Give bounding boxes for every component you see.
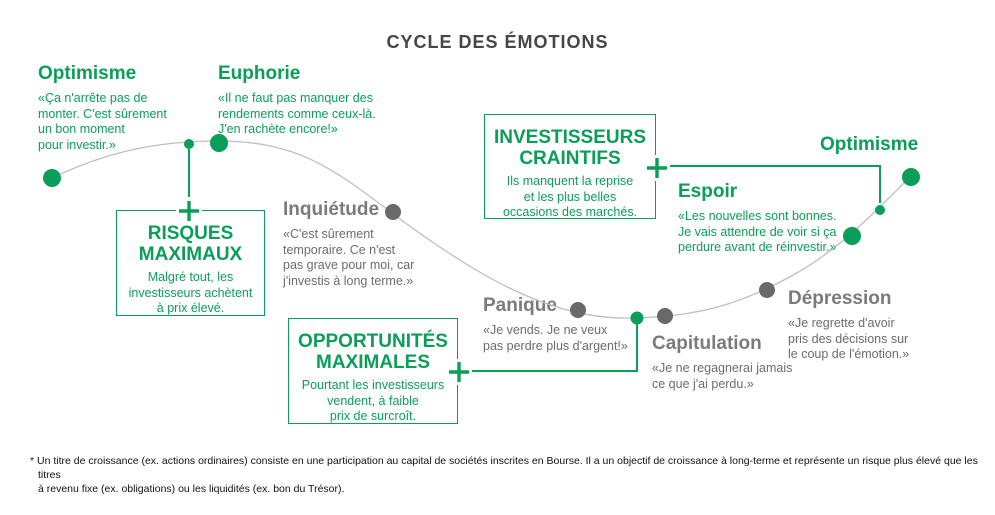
stage-euphorie: Euphorie «Il ne faut pas manquer des ren… — [218, 64, 413, 138]
stage-capitulation: Capitulation «Je ne regagnerai jamais ce… — [652, 334, 842, 392]
stage-label: Optimisme — [820, 134, 919, 155]
stage-label: Inquiétude — [283, 199, 380, 220]
stage-quote: «Ça n'arrête pas de monter. C'est sûreme… — [38, 91, 167, 152]
stage-label: Dépression — [788, 288, 892, 309]
stage-label: Panique — [483, 295, 557, 316]
callout-investisseurs-craintifs: INVESTISSEURS CRAINTIFS Ils manquent la … — [484, 114, 656, 219]
callout-risques-maximaux: RISQUES MAXIMAUX Malgré tout, les invest… — [116, 210, 265, 316]
stage-quote: «Je regrette d'avoir pris des décisions … — [788, 316, 910, 361]
stage-panique: Panique «Je vends. Je ne veux pas perdre… — [483, 296, 663, 354]
stage-espoir: Espoir «Les nouvelles sont bonnes. Je va… — [678, 182, 888, 256]
page-title: CYCLE DES ÉMOTIONS — [386, 32, 609, 52]
callout-opportunites-maximales: OPPORTUNITÉS MAXIMALES Pourtant les inve… — [288, 318, 458, 424]
stage-quote: «Les nouvelles sont bonnes. Je vais atte… — [678, 209, 837, 254]
stage-optimisme-end: Optimisme — [820, 135, 970, 162]
stage-quote: «Je ne regagnerai jamais ce que j'ai per… — [652, 361, 793, 391]
callout-body: Ils manquent la reprise et les plus bell… — [502, 174, 638, 219]
callout-title: OPPORTUNITÉS MAXIMALES — [298, 331, 448, 373]
callout-body: Pourtant les investisseurs vendent, à fa… — [301, 378, 445, 423]
callout-body: Malgré tout, les investisseurs achètent … — [128, 270, 253, 315]
stage-optimisme-start: Optimisme «Ça n'arrête pas de monter. C'… — [38, 64, 218, 153]
point-optimisme-end — [902, 168, 920, 186]
stage-label: Espoir — [678, 181, 738, 202]
callout-title: INVESTISSEURS CRAINTIFS — [493, 127, 647, 169]
stage-depression: Dépression «Je regrette d'avoir pris des… — [788, 289, 968, 363]
stage-label: Optimisme — [38, 63, 137, 84]
stage-quote: «Il ne faut pas manquer des rendements c… — [218, 91, 376, 136]
point-depression — [759, 282, 775, 298]
callout-title: RISQUES MAXIMAUX — [138, 223, 243, 265]
stage-quote: «Je vends. Je ne veux pas perdre plus d'… — [483, 323, 628, 353]
stage-label: Euphorie — [218, 63, 301, 84]
point-optimisme-start — [43, 169, 61, 187]
footnote: * Un titre de croissance (ex. actions or… — [30, 455, 978, 495]
stage-inquietude: Inquiétude «C'est sûrement temporaire. C… — [283, 200, 453, 289]
stage-label: Capitulation — [652, 333, 762, 354]
stage-quote: «C'est sûrement temporaire. Ce n'est pas… — [283, 227, 415, 288]
